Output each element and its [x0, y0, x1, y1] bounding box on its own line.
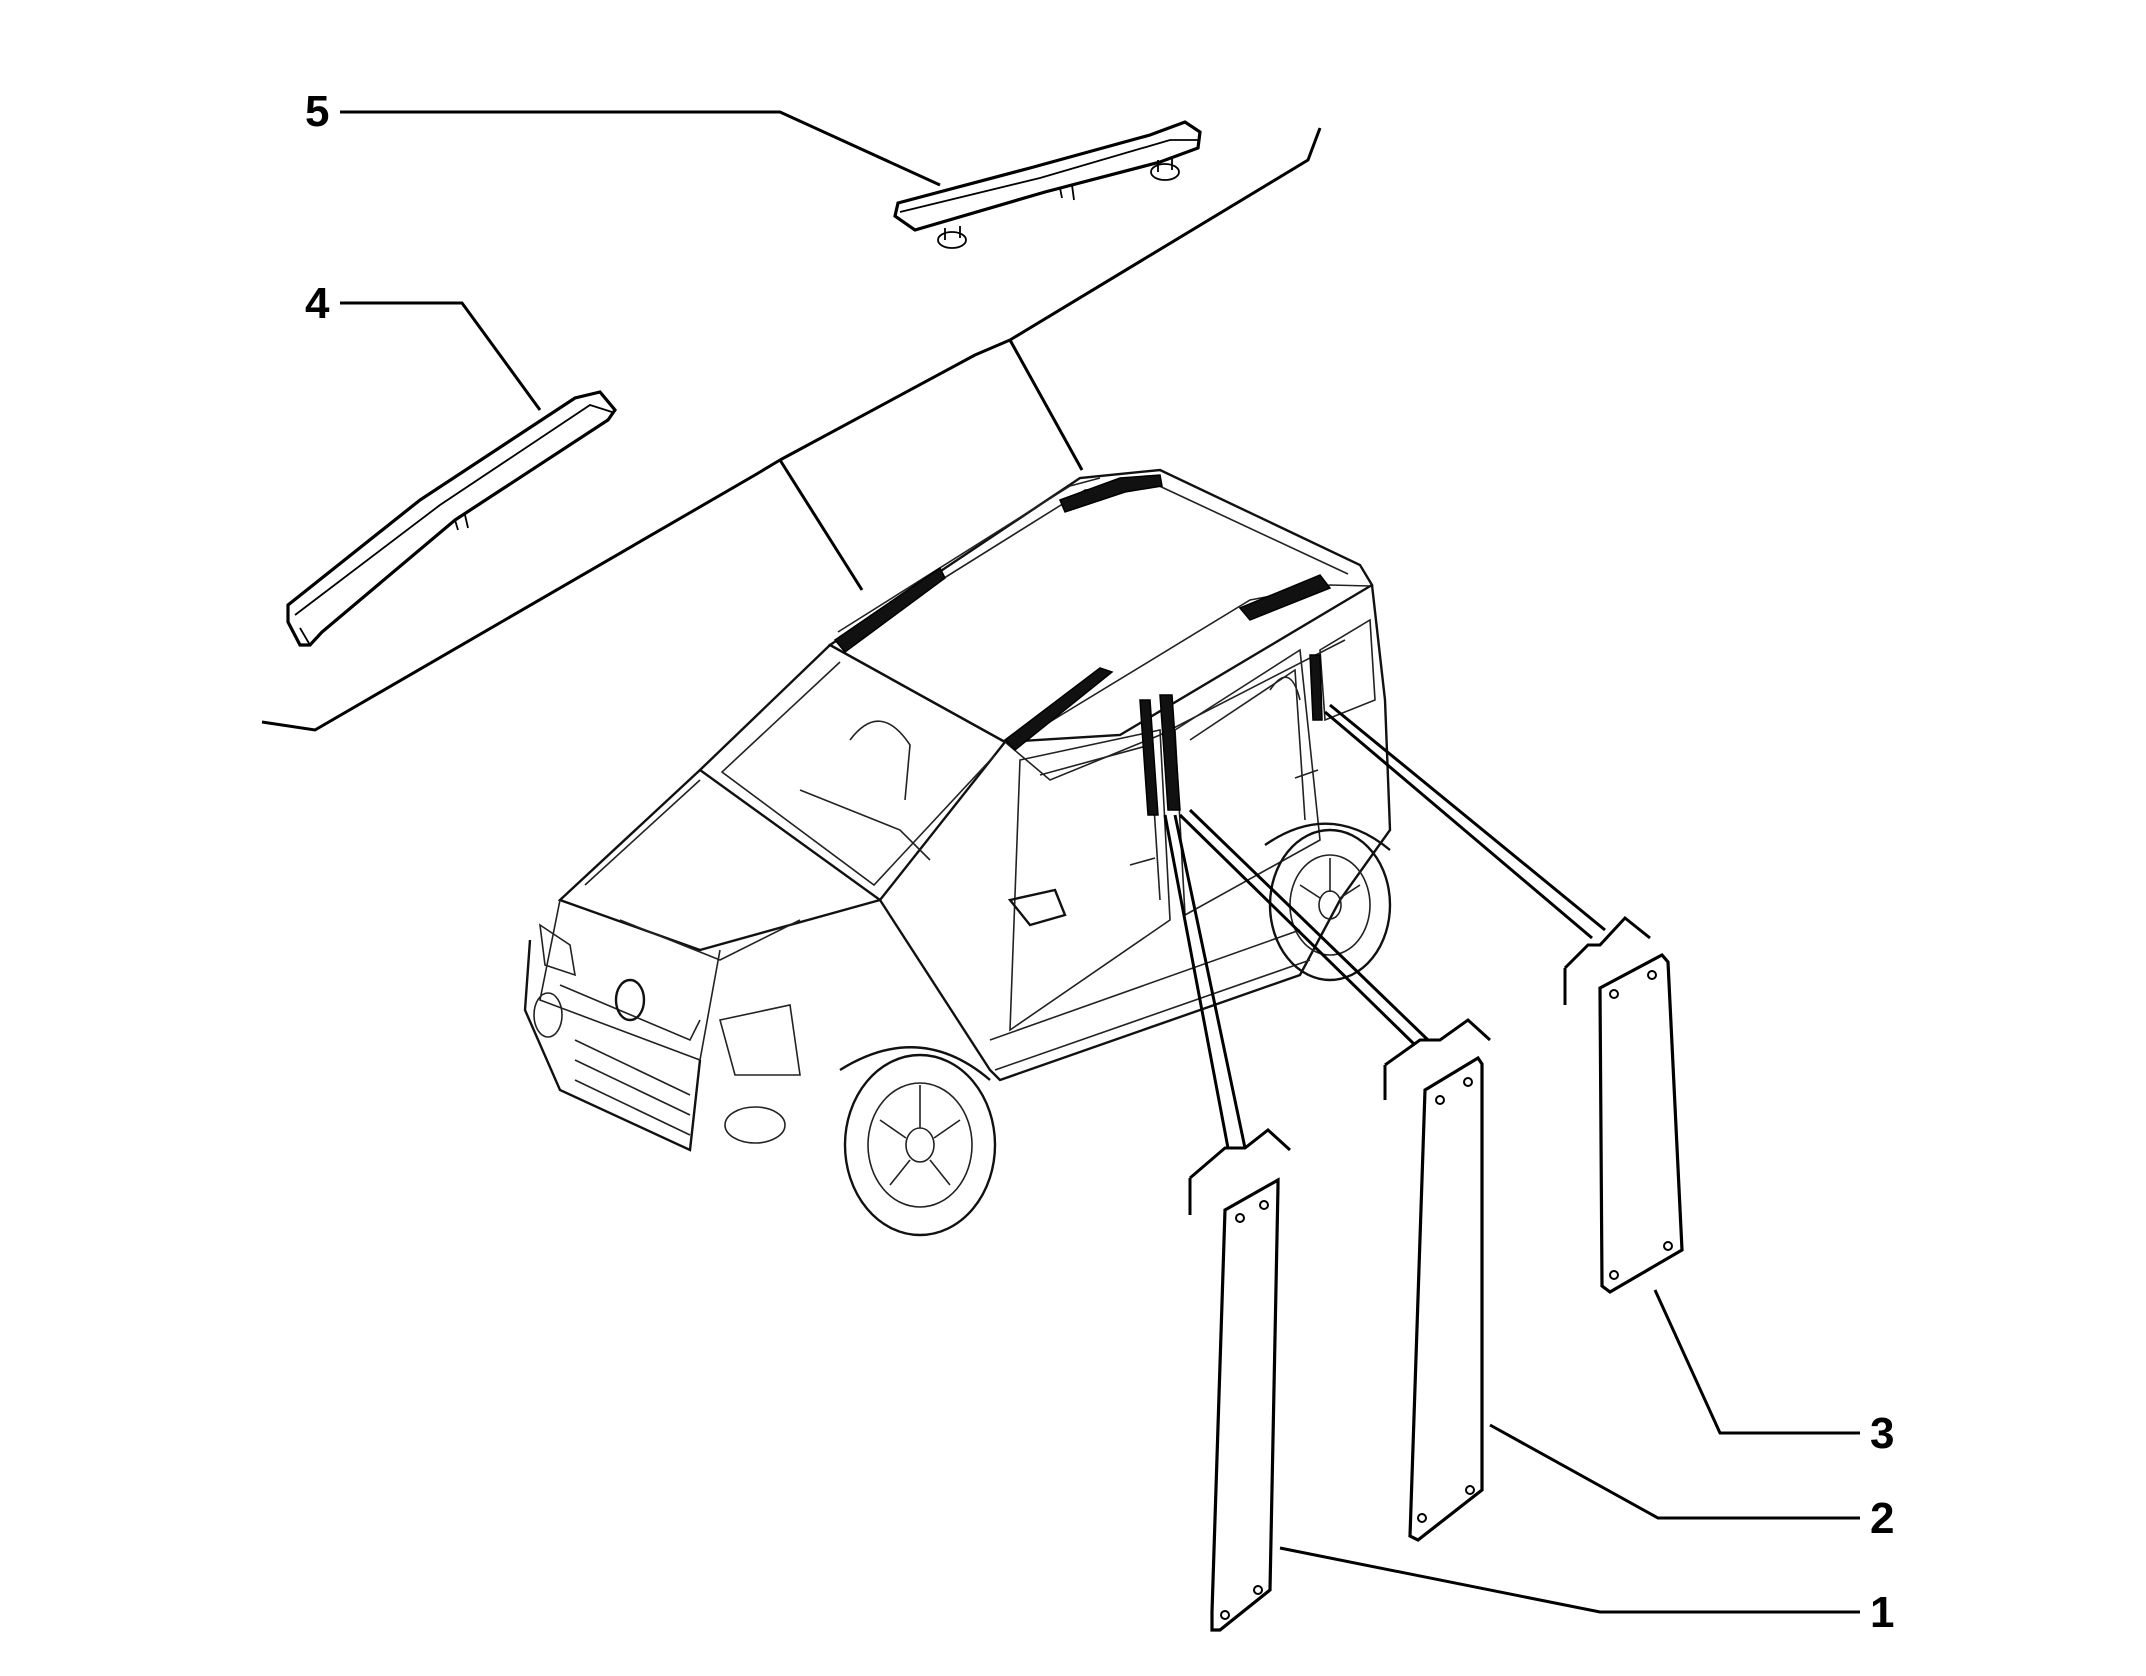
callout-1: 1 [1870, 1588, 1894, 1637]
car-part-locations [833, 474, 1332, 816]
callout-4: 4 [305, 279, 330, 328]
callout-3: 3 [1870, 1409, 1894, 1458]
part-5-roof-rail-cover [893, 120, 1202, 249]
part-3-pillar-trim [1598, 952, 1684, 1294]
callout-labels: 5 4 3 2 1 [305, 87, 1894, 1637]
callout-2: 2 [1870, 1494, 1894, 1543]
leader-lines [261, 110, 1860, 1614]
part-4-roof-rail-cover [286, 390, 618, 647]
callout-5: 5 [305, 87, 329, 136]
part-2-pillar-trim [1408, 1055, 1484, 1542]
part-1-pillar-trim [1210, 1177, 1280, 1632]
car-illustration [523, 468, 1392, 1237]
